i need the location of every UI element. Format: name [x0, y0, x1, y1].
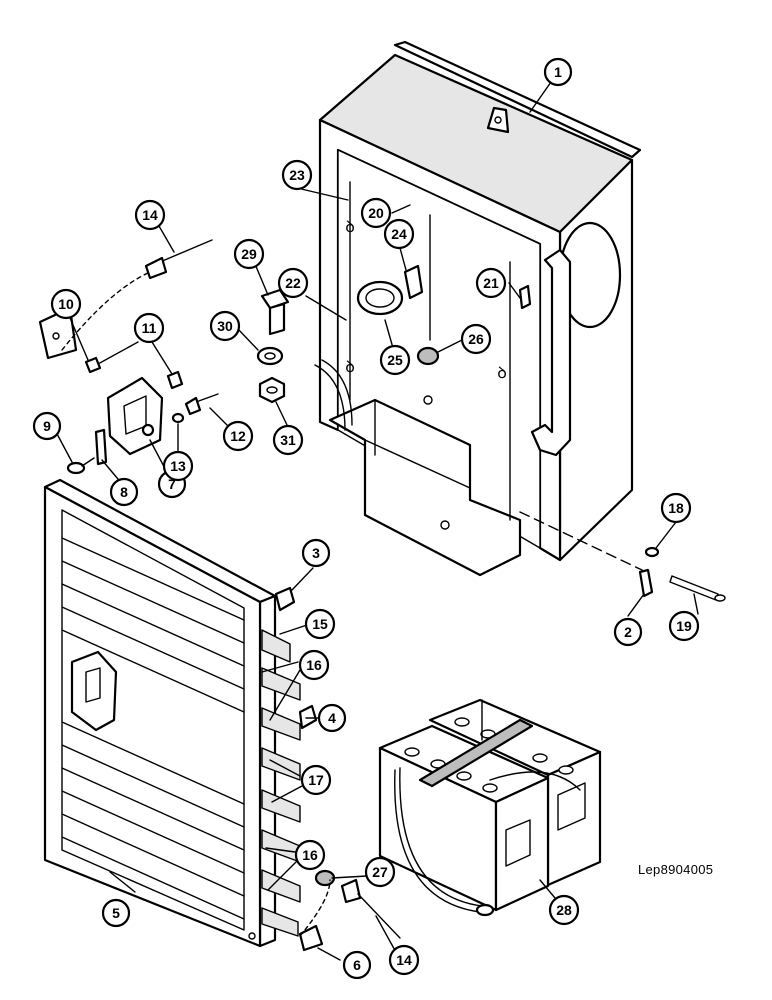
svg-text:15: 15 — [312, 616, 328, 632]
drawing-reference-code: Lep8904005 — [638, 862, 714, 877]
svg-text:10: 10 — [58, 296, 74, 312]
svg-text:31: 31 — [280, 432, 296, 448]
callout-5: 5 — [101, 898, 131, 928]
batteries — [378, 698, 602, 917]
callout-29: 29 — [233, 238, 265, 270]
louvre-slat — [61, 721, 245, 805]
callouts: 1 2 3 4 5 6 7 8 9 10 11 12 13 14 14 15 1… — [32, 57, 700, 980]
callout-11: 11 — [133, 312, 165, 344]
svg-text:19: 19 — [676, 618, 692, 634]
svg-text:4: 4 — [328, 710, 336, 726]
svg-text:16: 16 — [302, 847, 318, 863]
callout-27: 27 — [364, 856, 396, 888]
svg-text:3: 3 — [312, 545, 320, 561]
louvre-slat — [61, 606, 245, 690]
svg-text:11: 11 — [142, 320, 157, 336]
callout-25: 25 — [379, 344, 411, 376]
louvre-slat — [61, 744, 245, 828]
callout-15: 15 — [304, 608, 336, 640]
louvre-slat — [61, 537, 245, 621]
callout-20: 20 — [360, 197, 392, 229]
louvre-slat — [61, 790, 245, 874]
svg-text:5: 5 — [112, 905, 120, 921]
callout-13: 13 — [162, 450, 194, 482]
callout-4: 4 — [317, 703, 347, 733]
svg-text:20: 20 — [368, 205, 384, 221]
svg-text:9: 9 — [43, 418, 51, 434]
battery-box: ꝺ ꝺ ꝺ — [314, 40, 642, 577]
svg-text:17: 17 — [308, 772, 324, 788]
svg-text:28: 28 — [556, 902, 572, 918]
callout-16a: 16 — [298, 649, 330, 681]
louvre-slat — [61, 560, 245, 644]
svg-text:27: 27 — [372, 864, 388, 880]
callout-28: 28 — [548, 894, 580, 926]
callout-8: 8 — [109, 477, 139, 507]
svg-text:16: 16 — [306, 657, 322, 673]
svg-text:7: 7 — [168, 476, 176, 492]
callout-6: 6 — [342, 950, 372, 980]
callout-26: 26 — [460, 323, 492, 355]
callout-24: 24 — [383, 218, 415, 250]
svg-text:22: 22 — [285, 275, 301, 291]
svg-text:29: 29 — [241, 246, 257, 262]
callout-18: 18 — [660, 492, 692, 524]
callout-1: 1 — [543, 57, 573, 87]
svg-text:14: 14 — [396, 952, 412, 968]
callout-14b: 14 — [388, 944, 420, 976]
leader-lines — [55, 81, 699, 961]
louvre-slat — [61, 629, 245, 713]
svg-text:6: 6 — [353, 957, 361, 973]
louvre-slat — [61, 583, 245, 667]
svg-text:26: 26 — [468, 331, 484, 347]
small-parts — [38, 239, 726, 952]
callout-19: 19 — [668, 610, 700, 642]
svg-text:ꝺ: ꝺ — [345, 219, 355, 236]
callout-23: 23 — [281, 159, 313, 191]
callout-17: 17 — [300, 764, 332, 796]
louvre-slat — [61, 813, 245, 897]
svg-text:24: 24 — [391, 226, 407, 242]
louvre-slats — [61, 537, 245, 920]
svg-text:12: 12 — [230, 428, 246, 444]
callout-16b: 16 — [294, 839, 326, 871]
svg-text:25: 25 — [387, 352, 403, 368]
svg-text:23: 23 — [289, 167, 305, 183]
louvre-slat — [61, 767, 245, 851]
callout-9: 9 — [32, 411, 62, 441]
svg-text:18: 18 — [668, 500, 684, 516]
svg-text:14: 14 — [142, 207, 158, 223]
louvre-slat — [61, 836, 245, 920]
svg-text:13: 13 — [170, 458, 186, 474]
callout-10: 10 — [50, 288, 82, 320]
svg-text:2: 2 — [624, 624, 632, 640]
svg-text:ꝺ: ꝺ — [345, 359, 355, 376]
alignment-lines — [61, 271, 643, 937]
callout-22: 22 — [277, 267, 309, 299]
callout-3: 3 — [301, 538, 331, 568]
louvre-door — [43, 478, 301, 948]
callout-14a: 14 — [134, 199, 166, 231]
svg-text:21: 21 — [483, 275, 499, 291]
svg-text:ꝺ: ꝺ — [497, 365, 507, 382]
callout-30: 30 — [209, 310, 241, 342]
svg-text:8: 8 — [120, 484, 128, 500]
svg-text:1: 1 — [554, 64, 562, 80]
callout-21: 21 — [475, 267, 507, 299]
callout-12: 12 — [222, 420, 254, 452]
svg-text:30: 30 — [217, 318, 233, 334]
callout-2: 2 — [613, 617, 643, 647]
callout-31: 31 — [272, 424, 304, 456]
